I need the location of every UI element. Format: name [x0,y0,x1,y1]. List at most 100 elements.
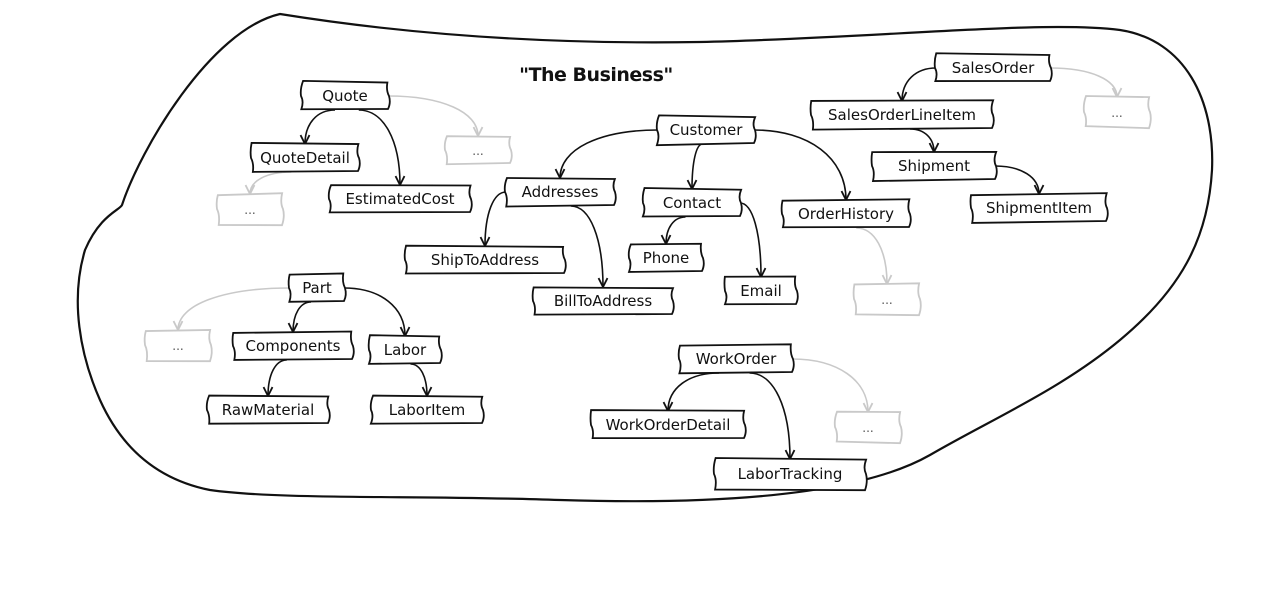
node-rawmaterial[interactable]: RawMaterial [205,394,331,425]
edge-workorder-to-labortracking [749,372,791,459]
node-email[interactable]: Email [723,275,799,306]
node-laboritem[interactable]: LaborItem [369,394,485,425]
node-label: LaborItem [389,401,466,419]
node-customer[interactable]: Customer [655,114,757,147]
node-contact[interactable]: Contact [641,187,743,218]
node-salesorder[interactable]: SalesOrder [933,52,1053,82]
node-label: ... [244,203,255,217]
edge-part-to-part_more [178,287,291,330]
node-phone[interactable]: Phone [627,242,705,273]
node-box [870,150,998,182]
node-box [1082,95,1152,130]
edges-layer [178,67,1117,459]
node-box [627,242,705,273]
node-label: RawMaterial [222,401,315,419]
node-addresses[interactable]: Addresses [503,177,617,208]
node-part[interactable]: Part [287,272,347,303]
node-box [809,99,995,131]
node-box [531,286,675,316]
node-workorder_more[interactable]: ... [833,410,903,445]
node-box [287,272,347,303]
node-box [723,275,799,306]
edge-contact-to-phone [666,216,686,244]
node-label: Email [740,282,782,300]
edge-labor-to-laboritem [410,363,428,396]
node-box [215,192,285,227]
node-label: OrderHistory [798,205,894,223]
node-label: SalesOrder [952,59,1035,77]
node-box [833,410,903,445]
node-quote[interactable]: Quote [299,79,391,111]
node-label: QuoteDetail [260,149,350,167]
node-box [852,282,922,317]
edge-orderhistory-to-orderhistory_more [856,227,887,284]
node-box [205,394,331,425]
node-label: ... [862,421,873,435]
node-label: ShipmentItem [986,199,1092,217]
node-label: Components [246,337,341,355]
node-box [780,198,912,229]
node-box [249,141,361,173]
node-box [712,457,868,492]
node-box [503,177,617,208]
node-labor[interactable]: Labor [367,334,443,365]
node-box [969,192,1109,224]
edge-addresses-to-billtoaddress [570,205,603,287]
node-part_more[interactable]: ... [143,328,213,363]
node-shiptoaddress[interactable]: ShipToAddress [403,244,567,275]
node-label: Addresses [522,183,599,201]
node-label: Quote [322,87,368,105]
edge-shipment-to-shipmentitem [994,165,1039,194]
node-label: ... [1111,106,1122,120]
node-salesorderlineitem[interactable]: SalesOrderLineItem [809,99,995,131]
node-estimatedcost[interactable]: EstimatedCost [327,184,473,214]
node-box [403,244,567,275]
node-label: WorkOrder [696,350,777,368]
node-label: Shipment [898,157,970,175]
node-label: Part [302,279,332,297]
node-label: Labor [384,341,427,359]
node-labortracking[interactable]: LaborTracking [712,457,868,492]
node-box [143,328,213,363]
node-label: WorkOrderDetail [606,416,731,434]
diagram-title: "The Business" [519,64,673,86]
edge-part-to-labor [343,287,405,336]
edge-salesorder-to-salesorder_more [1049,67,1117,97]
node-label: ... [881,293,892,307]
node-billtoaddress[interactable]: BillToAddress [531,286,675,316]
edge-quote-to-quotedetail [305,109,336,144]
node-box [327,184,473,214]
edge-customer-to-addresses [560,129,659,178]
node-label: BillToAddress [554,292,653,310]
node-box [589,409,747,440]
edge-workorder-to-workorder_more [791,358,868,412]
node-shipment[interactable]: Shipment [870,150,998,182]
node-workorderdetail[interactable]: WorkOrderDetail [589,409,747,440]
node-box [655,114,757,147]
node-label: ... [172,339,183,353]
node-quotedetail[interactable]: QuoteDetail [249,141,361,173]
node-box [299,79,391,111]
node-box [231,330,355,361]
node-workorder[interactable]: WorkOrder [677,343,795,375]
edge-addresses-to-shiptoaddress [485,191,507,246]
node-salesorder_more[interactable]: ... [1082,95,1152,130]
node-label: EstimatedCost [345,190,454,208]
edge-salesorder-to-salesorderlineitem [902,67,937,101]
node-shipmentitem[interactable]: ShipmentItem [969,192,1109,224]
node-label: Contact [663,194,721,212]
node-label: LaborTracking [738,465,843,483]
node-box [443,135,513,166]
node-orderhistory[interactable]: OrderHistory [780,198,912,229]
node-quote_more[interactable]: ... [443,135,513,166]
edge-contact-to-email [739,202,761,277]
node-label: SalesOrderLineItem [828,106,976,124]
node-quotedetail_more[interactable]: ... [215,192,285,227]
node-label: ShipToAddress [431,251,539,269]
node-components[interactable]: Components [231,330,355,361]
node-box [933,52,1053,82]
node-label: ... [472,144,483,158]
node-orderhistory_more[interactable]: ... [852,282,922,317]
node-box [367,334,443,365]
